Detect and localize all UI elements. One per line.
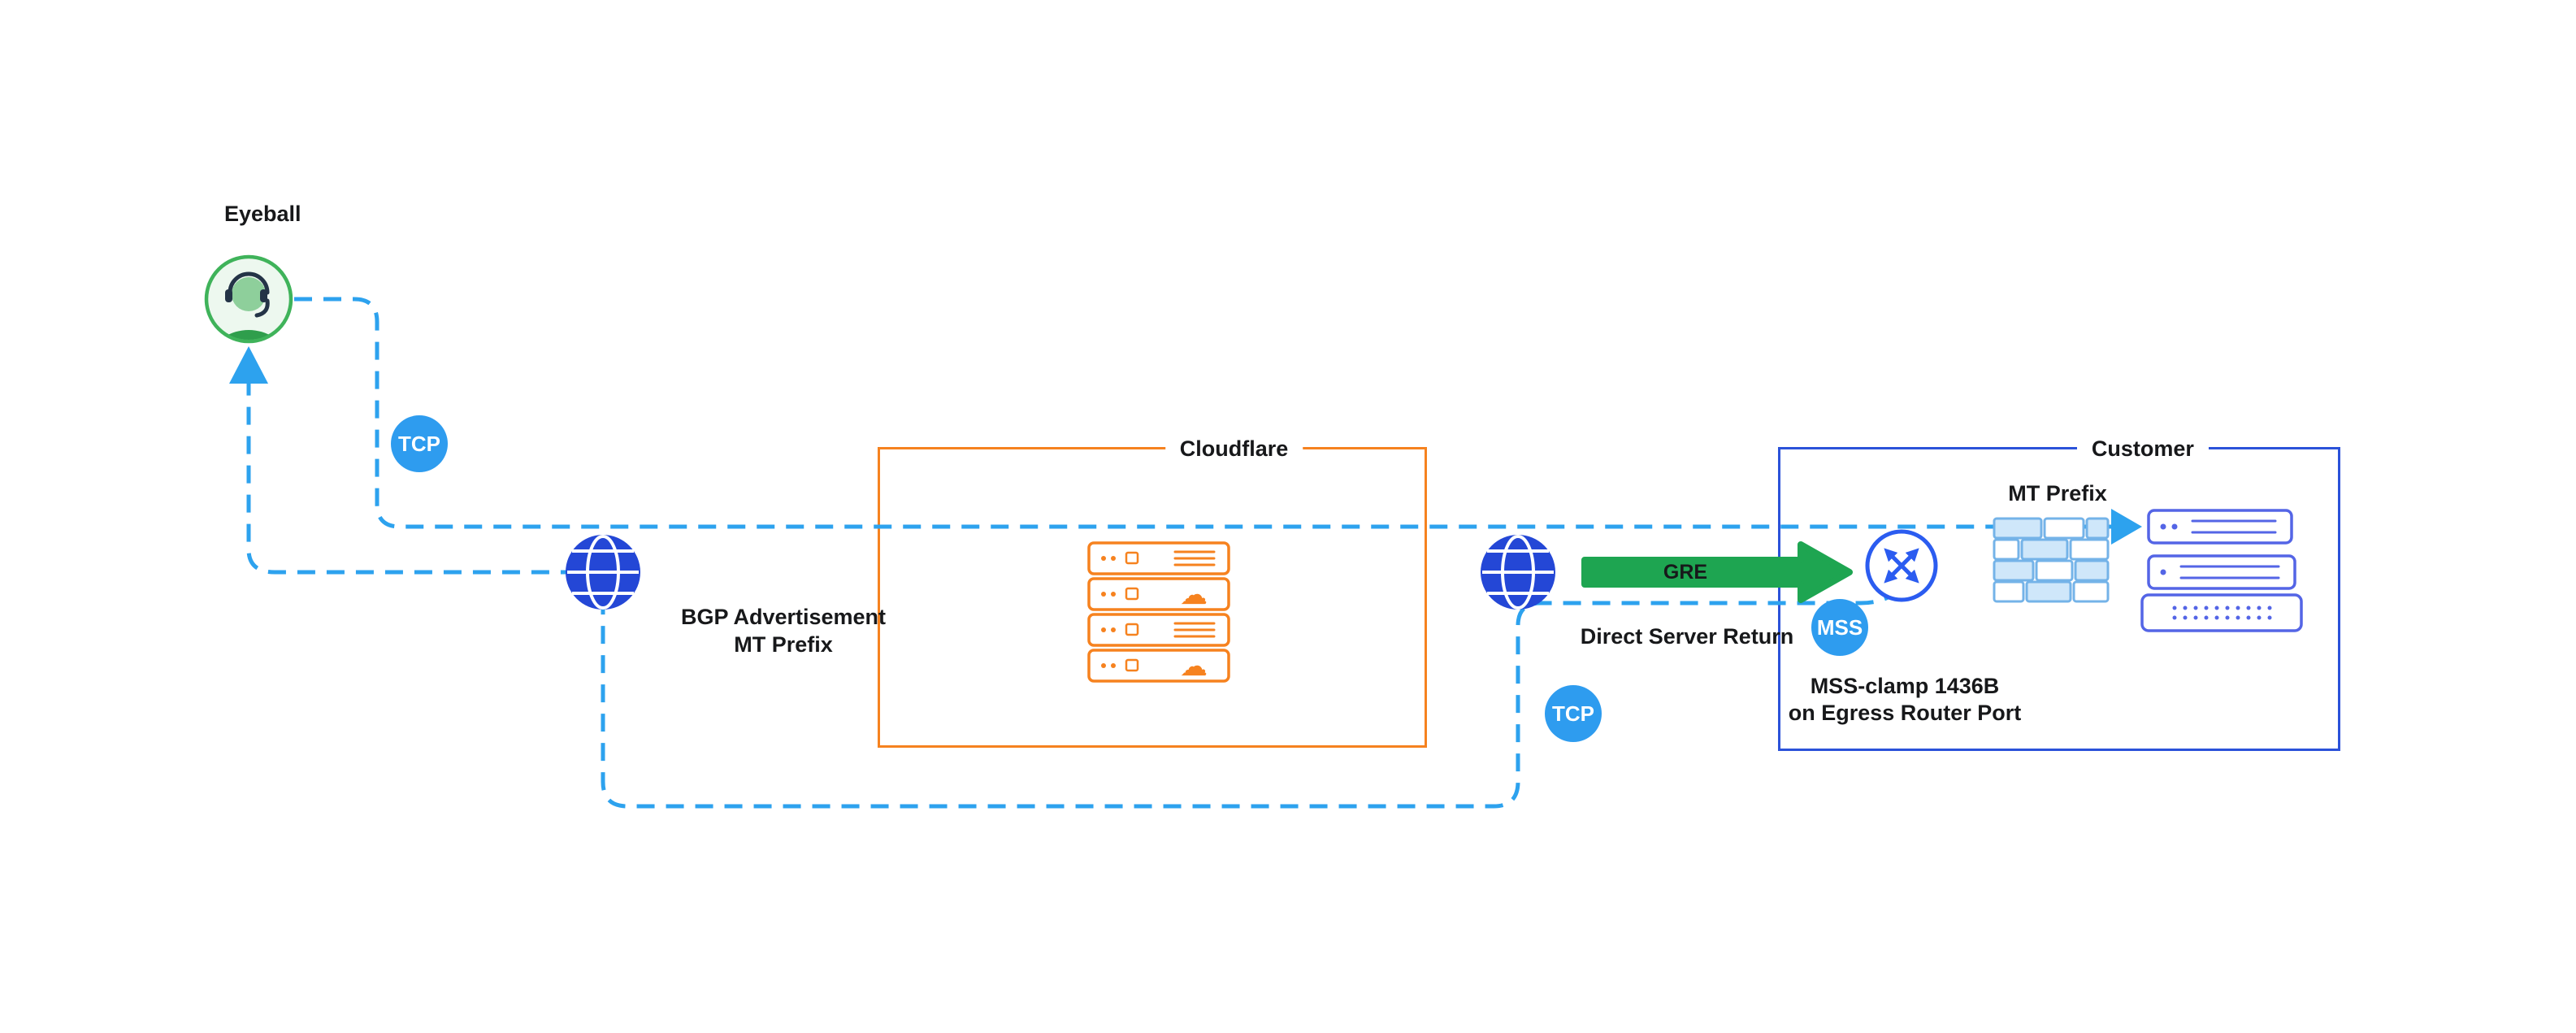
return-dsr-path xyxy=(246,367,1902,809)
router-icon xyxy=(1865,529,1938,602)
eyeball-label: Eyeball xyxy=(224,202,301,226)
bgp-advertisement-line1: BGP Advertisement xyxy=(680,605,887,629)
cloudflare-box-title: Cloudflare xyxy=(1164,436,1303,462)
up-arrowhead-to-eyeball xyxy=(229,346,268,384)
tcp-badge-right: TCP xyxy=(1545,685,1602,742)
mt-prefix-label: MT Prefix xyxy=(2008,481,2107,506)
internet-globe-icon-left xyxy=(564,533,642,611)
cloudflare-server-stack-icon: ☁ ☁ xyxy=(1087,541,1230,683)
mss-clamp-line1: MSS-clamp 1436B xyxy=(1810,674,2000,698)
customer-box-title: Customer xyxy=(2076,436,2209,462)
gre-tunnel-arrow xyxy=(1581,541,1853,603)
cloud-icon: ☁ xyxy=(1180,579,1208,611)
internet-globe-icon-right xyxy=(1479,533,1557,611)
customer-servers-icon xyxy=(2140,509,2303,632)
gre-label: GRE xyxy=(1663,561,1708,584)
mss-clamp-line2: on Egress Router Port xyxy=(1788,701,2022,725)
bgp-advertisement-line2: MT Prefix xyxy=(734,632,833,657)
direct-server-return-label: Direct Server Return xyxy=(1580,624,1794,649)
bgp-advertisement-label: BGP Advertisement MT Prefix xyxy=(681,603,886,658)
customer-boundary-box: Customer xyxy=(1778,436,2340,751)
forward-tcp-path xyxy=(294,297,2111,529)
firewall-icon xyxy=(1993,517,2110,603)
eyeball-icon xyxy=(204,254,293,344)
right-arrowhead-to-servers xyxy=(2111,509,2142,545)
cloud-icon: ☁ xyxy=(1180,650,1208,683)
tcp-badge-left: TCP xyxy=(391,415,448,472)
mss-clamp-label: MSS-clamp 1436B on Egress Router Port xyxy=(1789,673,2022,727)
cloudflare-boundary-box: Cloudflare xyxy=(878,436,1427,748)
mss-badge: MSS xyxy=(1811,599,1868,656)
